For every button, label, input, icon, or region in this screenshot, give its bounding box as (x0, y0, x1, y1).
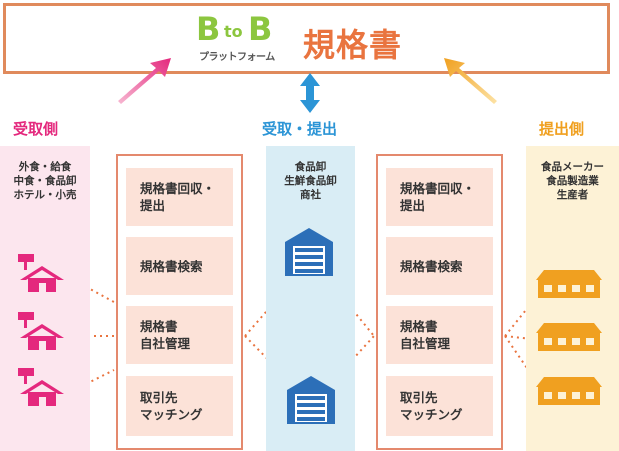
warehouse-icon (287, 376, 335, 424)
sender-label-line: 生産者 (556, 189, 589, 201)
feature-line: 規格書 (400, 319, 438, 334)
feature-line: 提出 (400, 198, 426, 213)
receiver-feature-panel: 規格書回収・提出 規格書検索 規格書自社管理 取引先マッチング (116, 154, 243, 450)
middle-label-line: 食品卸 (294, 161, 327, 173)
sender-upload-arrow-icon (444, 58, 497, 104)
logo-to: to (224, 22, 243, 41)
receiver-label-line: 中食・食品卸 (13, 175, 77, 187)
feature-search: 規格書検索 (386, 237, 493, 295)
feature-line: マッチング (140, 407, 203, 422)
feature-in-house-management: 規格書自社管理 (386, 306, 493, 364)
logo-subtitle: プラットフォーム (199, 52, 275, 63)
logo-letter-b2: B (248, 10, 273, 48)
btob-platform-logo: B to B プラットフォーム (196, 10, 296, 68)
middle-label: 食品卸 生鮮食品卸 商社 (266, 160, 355, 202)
feature-line: 規格書回収・ (140, 181, 216, 196)
sender-label: 食品メーカー 食品製造業 生産者 (526, 160, 619, 202)
factory-icon (536, 377, 602, 405)
factory-icon (536, 270, 602, 298)
sender-feature-panel: 規格書回収・提出 規格書検索 規格書自社管理 取引先マッチング (376, 154, 503, 450)
feature-line: 提出 (140, 198, 166, 213)
feature-partner-matching: 取引先マッチング (386, 376, 493, 436)
feature-in-house-management: 規格書自社管理 (126, 306, 233, 364)
middle-label-line: 生鮮食品卸 (284, 175, 337, 187)
middle-heading: 受取・提出 (262, 120, 338, 138)
feature-line: 取引先 (140, 390, 178, 405)
page-title: 規格書 (303, 26, 403, 64)
sender-heading: 提出側 (539, 120, 585, 138)
feature-line: 取引先 (400, 390, 438, 405)
house-with-signboard-icon (18, 368, 64, 406)
feature-line: 自社管理 (400, 336, 451, 351)
feature-line: 自社管理 (140, 336, 191, 351)
feature-line: 規格書 (140, 319, 178, 334)
bidirectional-arrow-icon (300, 73, 320, 113)
house-with-signboard-icon (18, 312, 64, 350)
receiver-label: 外食・給食 中食・食品卸 ホテル・小売 (0, 160, 90, 202)
receiver-upload-arrow-icon (118, 58, 171, 104)
factory-icon (536, 323, 602, 351)
middle-label-line: 商社 (300, 189, 321, 201)
feature-collect-submit: 規格書回収・提出 (126, 168, 233, 226)
sender-label-line: 食品製造業 (546, 175, 599, 187)
sender-label-line: 食品メーカー (541, 161, 604, 173)
feature-line: 規格書検索 (400, 258, 463, 274)
feature-partner-matching: 取引先マッチング (126, 376, 233, 436)
feature-line: 規格書回収・ (400, 181, 476, 196)
feature-search: 規格書検索 (126, 237, 233, 295)
house-with-signboard-icon (18, 254, 64, 292)
feature-collect-submit: 規格書回収・提出 (386, 168, 493, 226)
receiver-label-line: 外食・給食 (18, 161, 72, 173)
feature-line: 規格書検索 (140, 258, 203, 274)
receiver-label-line: ホテル・小売 (13, 189, 77, 201)
header-box (3, 3, 610, 74)
receiver-heading: 受取側 (13, 120, 59, 138)
feature-line: マッチング (400, 407, 463, 422)
warehouse-icon (285, 228, 333, 276)
logo-letter-b1: B (196, 10, 221, 48)
